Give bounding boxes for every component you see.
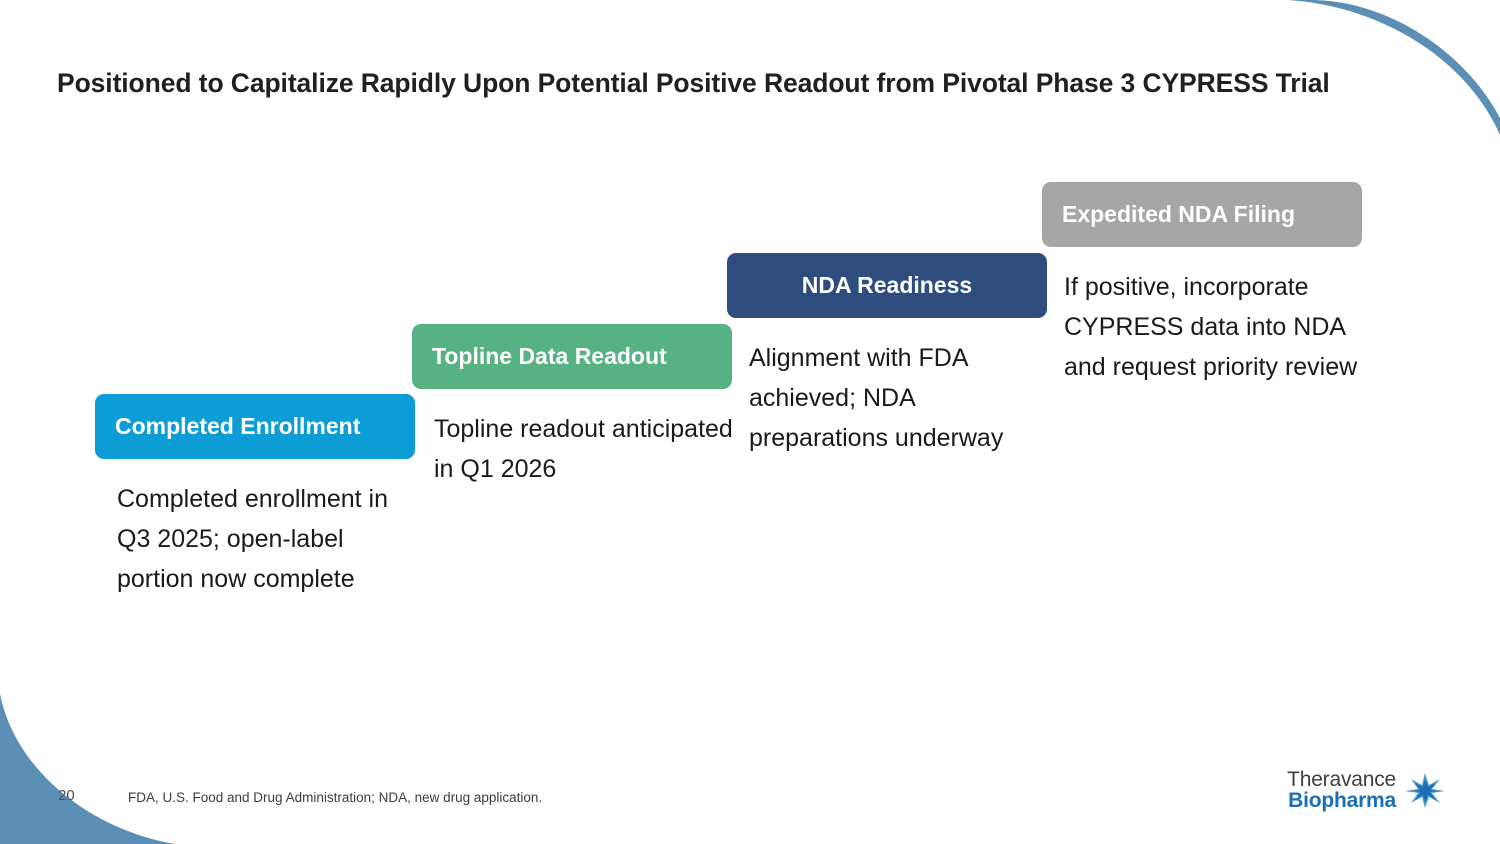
footnote: FDA, U.S. Food and Drug Administration; … [128, 790, 543, 805]
step-header-completed-enrollment: Completed Enrollment [95, 394, 415, 459]
step-expedited-nda-filing: Expedited NDA Filing If positive, incorp… [1042, 182, 1362, 387]
page-number: 20 [58, 787, 75, 804]
step-header-nda-readiness: NDA Readiness [727, 253, 1047, 318]
step-header-topline-data-readout: Topline Data Readout [412, 324, 732, 389]
logo-theravance-text: Theravance [1287, 767, 1396, 791]
step-body-nda-readiness: Alignment with FDA achieved; NDA prepara… [749, 344, 1004, 452]
logo-biopharma-text: Biopharma [1288, 789, 1396, 813]
step-label: Completed Enrollment [115, 413, 361, 439]
step-label: NDA Readiness [801, 272, 973, 298]
starburst-logo-icon [1405, 773, 1445, 809]
logo-wordmark: Theravance Biopharma [1287, 769, 1396, 812]
page-title: Positioned to Capitalize Rapidly Upon Po… [57, 68, 1330, 98]
step-body-completed-enrollment: Completed enrollment in Q3 2025; open-la… [117, 485, 388, 593]
company-logo: Theravance Biopharma [1287, 769, 1448, 812]
step-header-expedited-nda-filing: Expedited NDA Filing [1042, 182, 1362, 247]
step-topline-data-readout: Topline Data Readout Topline readout ant… [412, 324, 733, 489]
step-nda-readiness: NDA Readiness Alignment with FDA achieve… [727, 253, 1047, 458]
step-completed-enrollment: Completed Enrollment Completed enrollmen… [95, 394, 415, 599]
bottom-left-corner-decoration [0, 694, 175, 844]
step-body-expedited-nda-filing: If positive, incorporate CYPRESS data in… [1064, 273, 1358, 381]
step-body-topline-data-readout: Topline readout anticipated in Q1 2026 [434, 415, 733, 483]
step-label: Topline Data Readout [432, 343, 667, 369]
step-label: Expedited NDA Filing [1062, 201, 1295, 227]
